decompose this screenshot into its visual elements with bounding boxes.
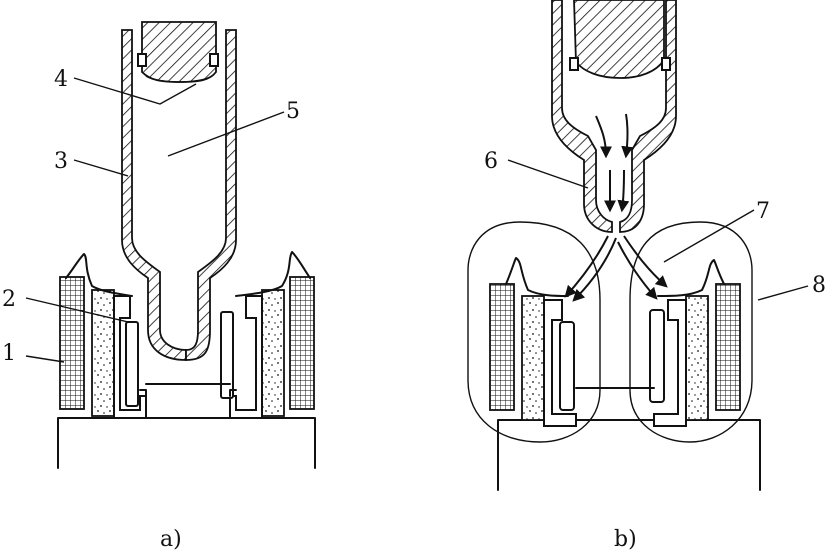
flow-arrow-4 <box>617 169 630 213</box>
flange-left-a <box>65 253 133 297</box>
coil-right-a <box>289 276 315 410</box>
insulation-left-b <box>521 295 545 421</box>
label-4: 4 <box>54 67 68 92</box>
leader-5 <box>167 111 285 157</box>
leader-6 <box>507 159 589 189</box>
caption-b: b) <box>614 527 637 552</box>
jet-left-b-2 <box>572 237 617 302</box>
seal-left-b <box>569 57 579 71</box>
plug-left-a <box>125 321 139 407</box>
piston-block-a <box>141 21 217 83</box>
flange-right-b <box>657 259 725 297</box>
flange-right-a <box>235 251 311 297</box>
jet-right-b <box>623 235 668 288</box>
piston-block-b <box>573 0 665 79</box>
panel-b: 6 7 8 b) <box>467 0 826 552</box>
label-2: 2 <box>2 287 16 312</box>
plug-left-b <box>559 321 575 411</box>
flow-arrow-2 <box>621 113 634 159</box>
jet-left-b <box>564 235 609 298</box>
die-right-a <box>229 295 263 419</box>
base-block-b <box>497 419 761 491</box>
piston-edge-a <box>145 75 213 83</box>
coil-right-b <box>715 283 741 411</box>
tube-wall-right-a <box>185 29 237 361</box>
insulation-left-a <box>91 289 115 417</box>
socket-a <box>139 383 237 397</box>
label-6: 6 <box>484 149 498 174</box>
label-3: 3 <box>54 149 68 174</box>
leader-4 <box>73 77 197 105</box>
label-5: 5 <box>286 99 300 124</box>
seal-right-a <box>209 53 219 67</box>
seal-left-a <box>137 53 147 67</box>
die-left-b <box>543 299 577 427</box>
enclosure-left-b <box>467 221 601 443</box>
leader-7 <box>663 209 755 263</box>
label-1: 1 <box>2 341 16 366</box>
seal-right-b <box>661 57 671 71</box>
label-8: 8 <box>812 273 826 298</box>
coil-left-a <box>59 276 85 410</box>
tube-wall-right-b <box>619 0 677 233</box>
flow-arrow-1 <box>595 115 612 159</box>
leader-3 <box>73 159 129 177</box>
tube-wall-left-b <box>551 0 613 233</box>
flange-left-b <box>505 257 569 297</box>
base-block-a <box>57 417 316 469</box>
plug-right-a <box>220 311 234 399</box>
coil-left-b <box>489 283 515 411</box>
insulation-right-a <box>261 289 285 417</box>
die-right-b <box>653 299 687 427</box>
leader-8 <box>757 285 809 301</box>
plug-right-b <box>649 309 665 403</box>
leader-1 <box>25 355 65 363</box>
die-left-a <box>113 295 147 419</box>
insulation-right-b <box>685 295 709 421</box>
label-7: 7 <box>756 199 770 224</box>
leader-2 <box>25 297 129 323</box>
jet-right-b-2 <box>617 241 658 300</box>
panel-a: 1 2 3 4 5 a) <box>2 21 316 552</box>
caption-a: a) <box>160 527 182 552</box>
